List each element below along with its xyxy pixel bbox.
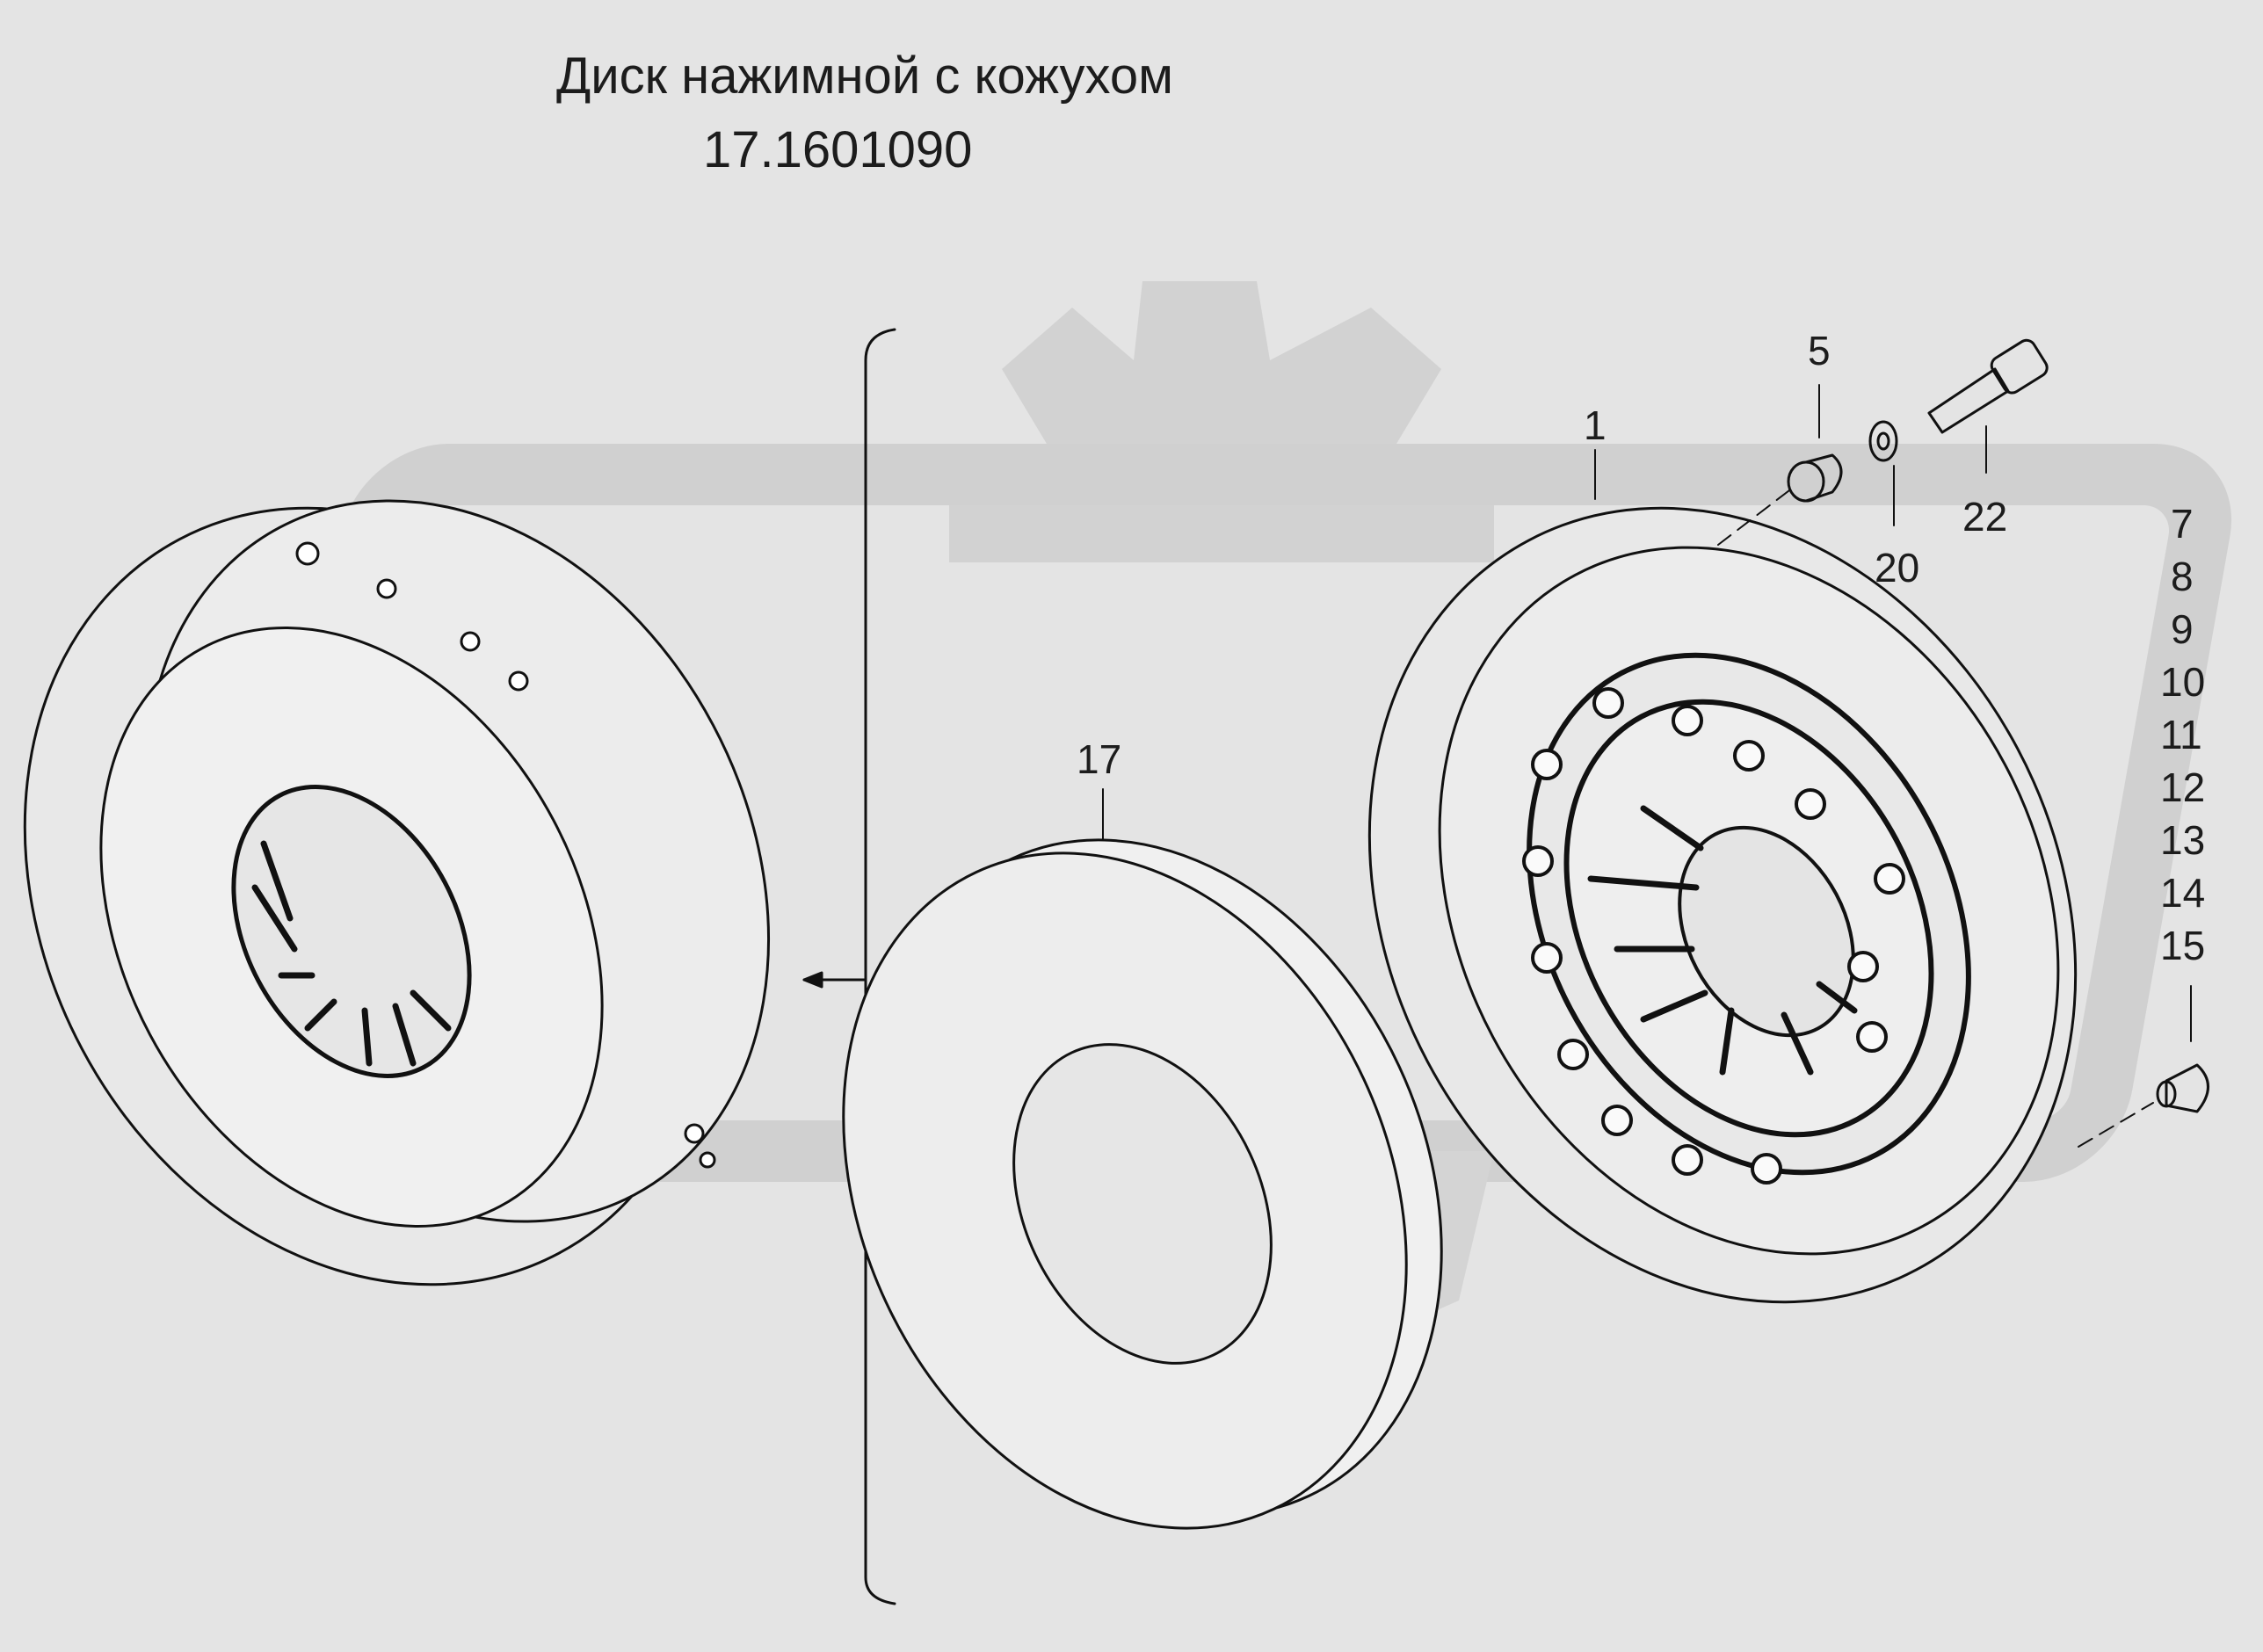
callout-5: 5 [1808, 328, 1831, 373]
callout-17: 17 [1077, 736, 1121, 782]
leader-lines [1102, 384, 2192, 1148]
callout-stack-item: 8 [2171, 554, 2194, 599]
callout-stack-item: 11 [2160, 712, 2202, 757]
callout-stack-item: 15 [2160, 923, 2205, 968]
pressure-plate-front-view [1367, 506, 2078, 1304]
assembly-bracket [802, 328, 896, 1605]
callout-1: 1 [1584, 402, 1607, 448]
callout-stack-item: 12 [2160, 764, 2205, 810]
bushing-part-5 [1787, 453, 1843, 503]
disc-part-17 [842, 838, 1443, 1530]
callout-stack: 7 8 9 10 11 12 13 14 15 [2160, 501, 2205, 968]
callout-20: 20 [1875, 545, 1919, 591]
title-name: Диск нажимной с кожухом [556, 47, 1174, 105]
bushing-part-7-15 [2156, 1063, 2209, 1113]
pressure-plate-back-view [23, 499, 770, 1286]
title-part-number: 17.1601090 [703, 121, 973, 178]
bolt-part-22 [1927, 338, 2049, 434]
washer-part-20 [1868, 420, 1898, 462]
callout-stack-item: 7 [2171, 501, 2194, 547]
callout-stack-item: 10 [2160, 659, 2205, 705]
watermark-gear-icon [949, 281, 1494, 562]
callout-stack-item: 14 [2160, 870, 2205, 916]
callout-22: 22 [1962, 494, 2007, 540]
callout-stack-item: 13 [2160, 817, 2205, 863]
callout-stack-item: 9 [2171, 606, 2194, 652]
